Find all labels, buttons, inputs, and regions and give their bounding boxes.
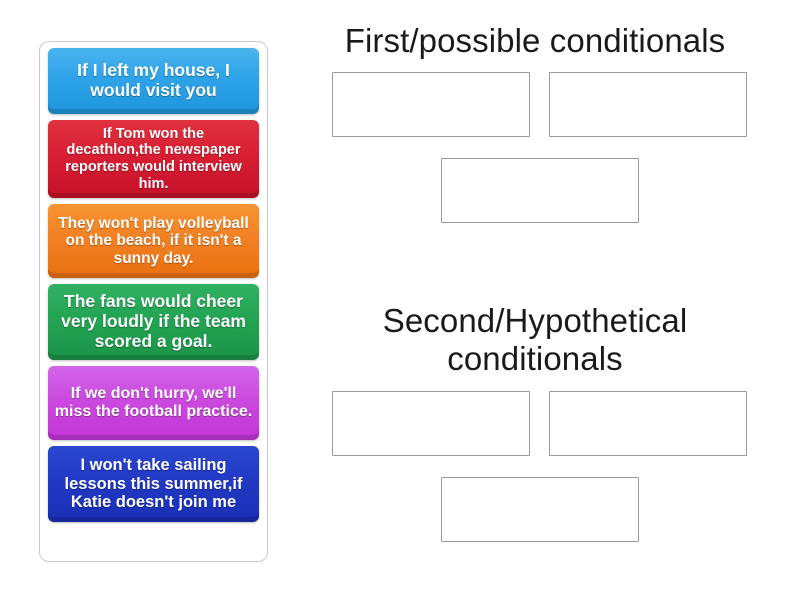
tile-1-label: If I left my house, I would visit you [77, 60, 230, 100]
dropzone-g2-1[interactable] [332, 390, 530, 456]
group-2-title: Second/Hypothetical conditionals [382, 302, 688, 378]
dropzone-g2-2[interactable] [549, 390, 747, 456]
group-1-title: First/possible conditionals [344, 22, 726, 59]
group-1-dropzones [300, 72, 770, 234]
sentence-tile-tray: If I left my house, I would visit you If… [39, 41, 268, 562]
category-group-second-hypothetical: Second/Hypothetical conditionals [300, 302, 770, 553]
draggable-tile-4[interactable]: The fans would cheer very loudly if the … [48, 284, 259, 360]
tile-6-label: I won't take sailing lessons this summer… [64, 455, 243, 512]
dropzone-g1-1[interactable] [332, 72, 530, 138]
draggable-tile-2[interactable]: If Tom won the decathlon,the newspaper r… [48, 120, 259, 198]
dropzone-g1-2[interactable] [549, 72, 747, 138]
tile-2-label: If Tom won the decathlon,the newspaper r… [65, 125, 242, 192]
draggable-tile-5[interactable]: If we don't hurry, we'll miss the footba… [48, 366, 259, 440]
dropzone-g2-3[interactable] [441, 476, 639, 542]
tile-3-label: They won't play volleyball on the beach,… [58, 214, 249, 267]
category-group-first-possible: First/possible conditionals [300, 22, 770, 234]
draggable-tile-3[interactable]: They won't play volleyball on the beach,… [48, 204, 259, 278]
tile-4-label: The fans would cheer very loudly if the … [61, 291, 246, 351]
tile-5-label: If we don't hurry, we'll miss the footba… [54, 384, 253, 420]
draggable-tile-1[interactable]: If I left my house, I would visit you [48, 48, 259, 114]
draggable-tile-6[interactable]: I won't take sailing lessons this summer… [48, 446, 259, 522]
group-2-dropzones [300, 390, 770, 553]
dropzone-g1-3[interactable] [441, 158, 639, 224]
